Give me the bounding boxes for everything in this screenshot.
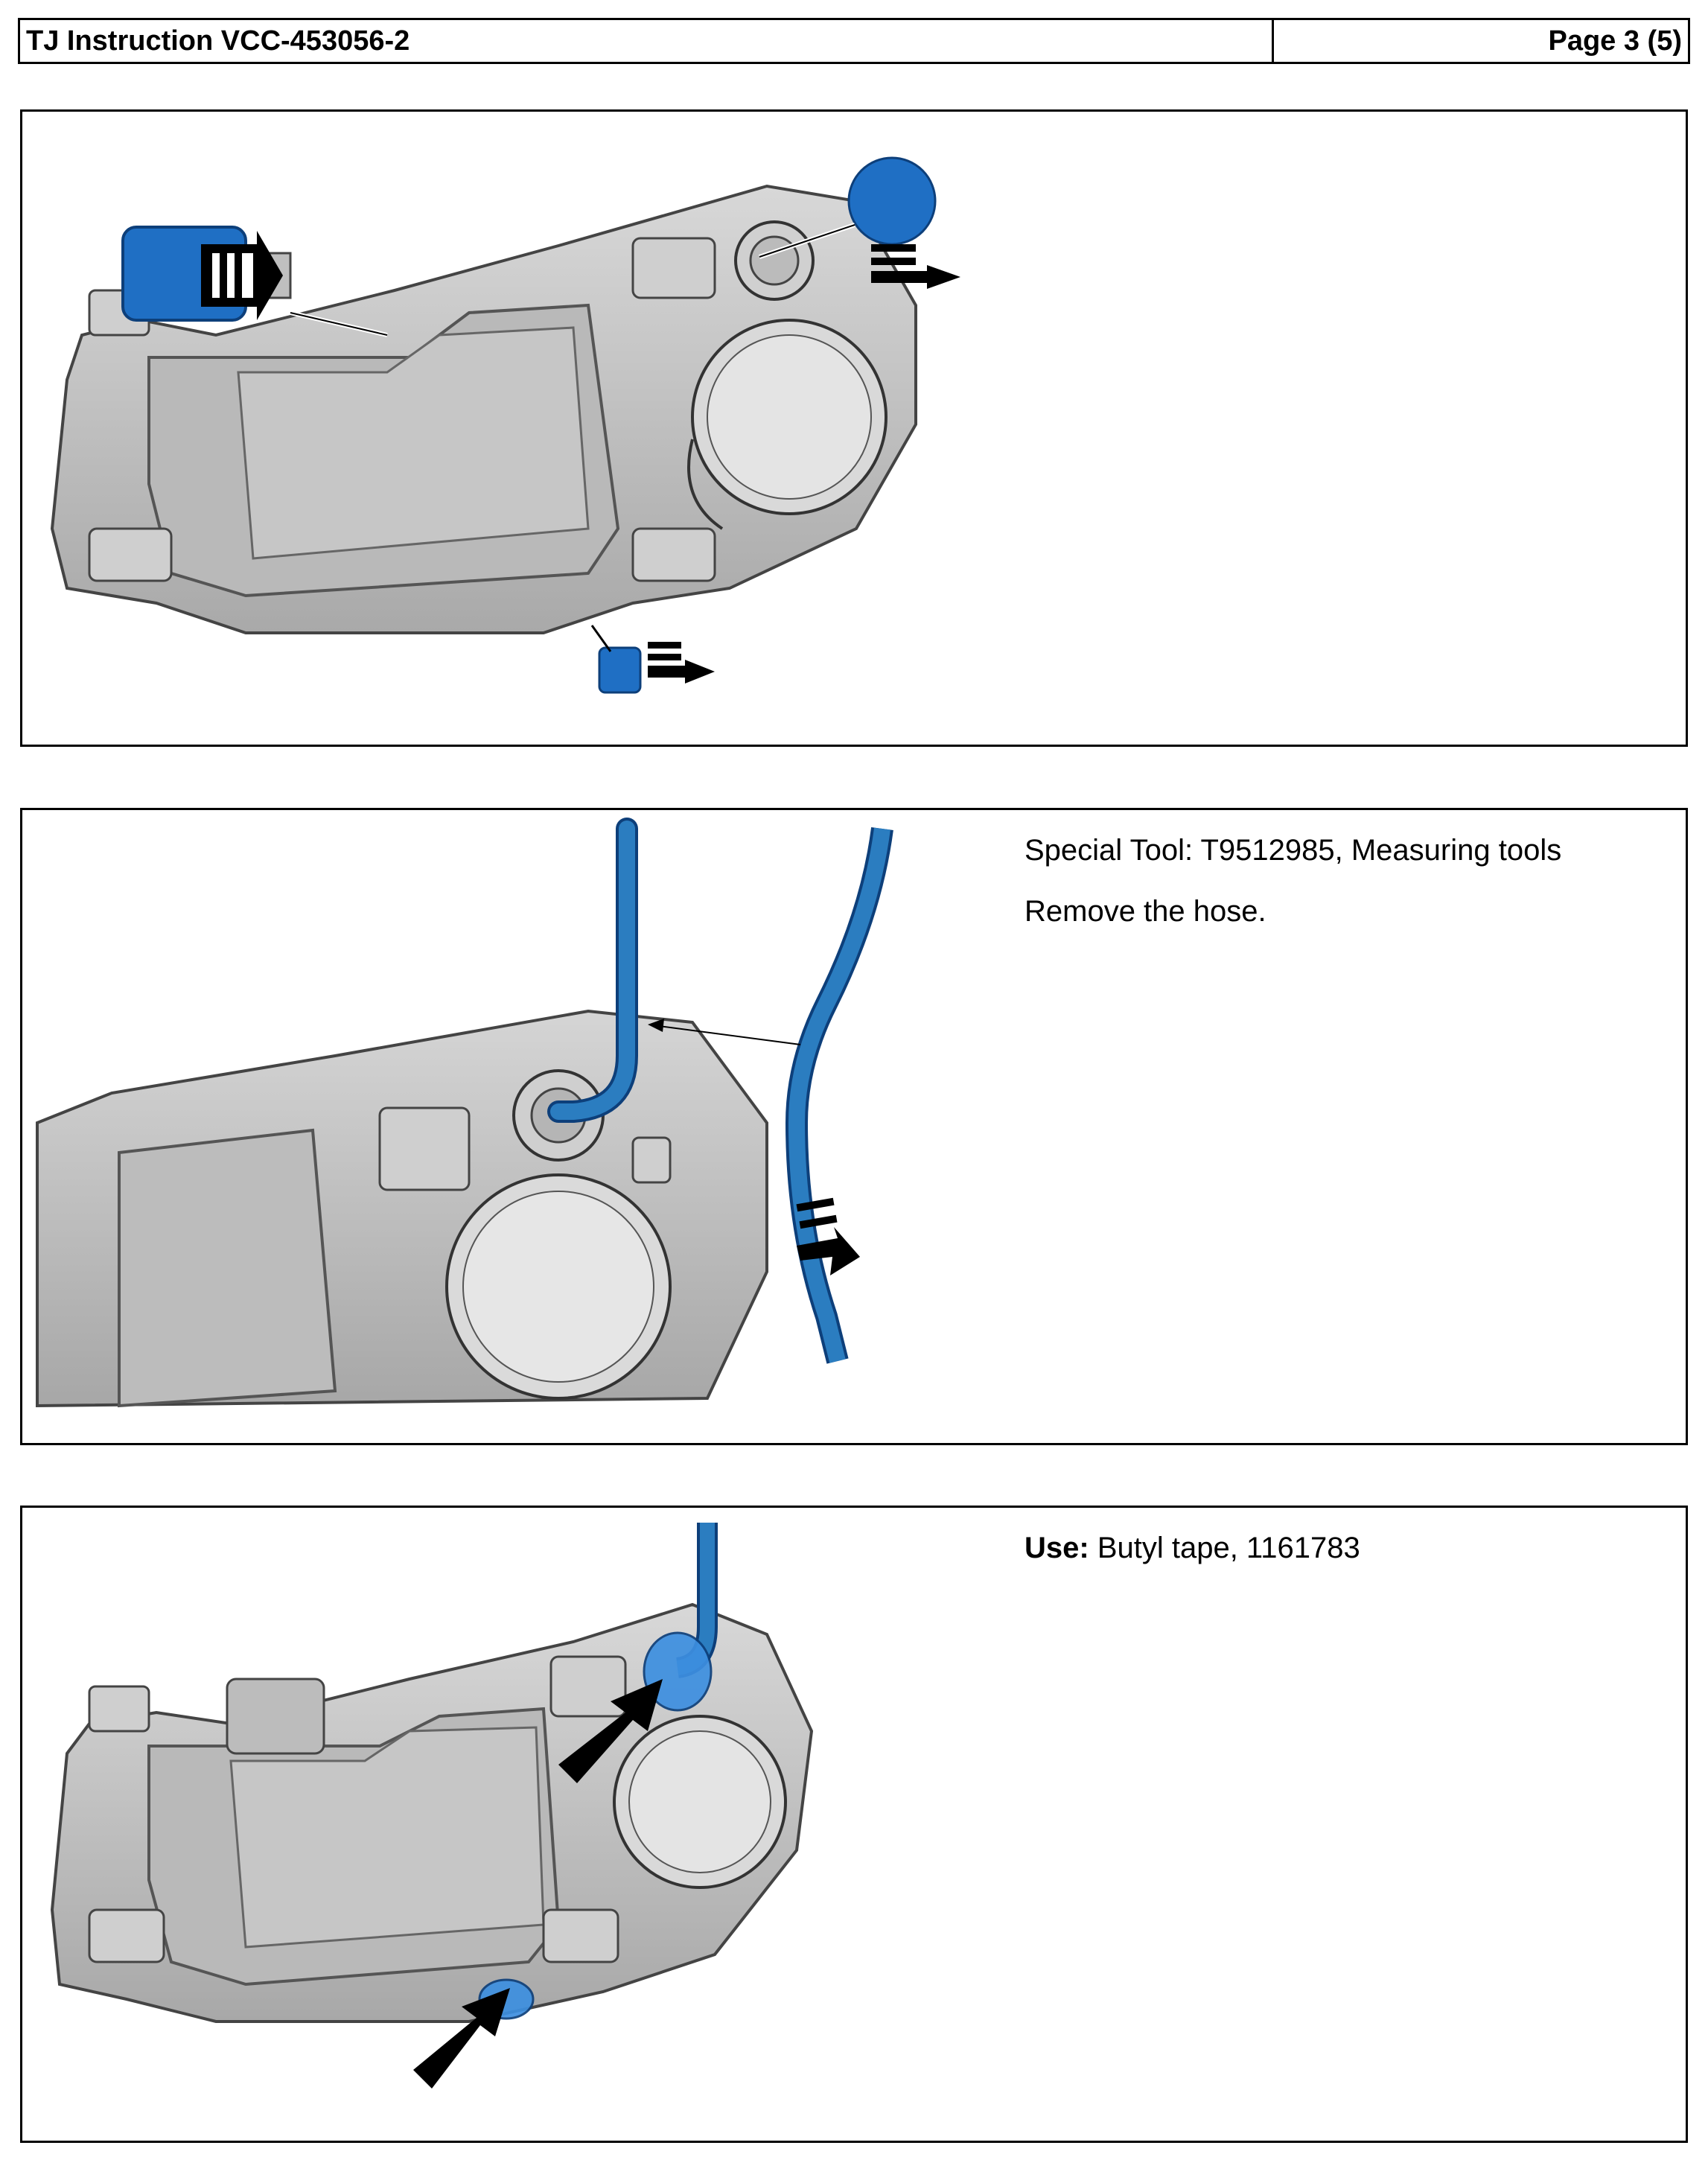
butyl-tape-illustration [50,1523,814,2089]
special-tool-text: Special Tool: T9512985, Measuring tools [1025,834,1562,867]
push-arrow-icon [201,231,283,320]
push-arrow-icon [558,1679,663,1783]
dashed-direction-arrow-icon [871,244,960,289]
step-panel-1 [20,109,1688,747]
page-header: TJ Instruction VCC-453056-2 Page 3 (5) [18,18,1690,64]
dashed-direction-arrow-icon [648,642,715,684]
step-2-instructions: Special Tool: T9512985, Measuring tools … [1025,832,1665,955]
page-number: Page 3 (5) [1548,25,1682,57]
document-title: TJ Instruction VCC-453056-2 [20,20,1274,62]
dashed-direction-arrow-icon [796,1197,860,1275]
use-value: Butyl tape, 1161783 [1089,1532,1360,1564]
step-panel-3: Use: Butyl tape, 1161783 [20,1506,1688,2143]
step-panel-2: Special Tool: T9512985, Measuring tools … [20,808,1688,1445]
remove-hose-text: Remove the hose. [1025,895,1266,928]
push-arrow-icon [413,1988,510,2089]
hose-removal-illustration [36,818,893,1408]
leader-arrow-icon [648,1019,801,1045]
butyl-tape-upper [643,1631,713,1712]
headlamp-connectors-illustration [50,156,960,694]
use-label: Use: [1025,1532,1089,1564]
bulb-cap-part [847,156,937,246]
step-3-instructions: Use: Butyl tape, 1161783 [1025,1530,1665,1591]
level-sensor-connector-part [598,646,642,694]
use-material-text: Use: Butyl tape, 1161783 [1025,1530,1665,1566]
